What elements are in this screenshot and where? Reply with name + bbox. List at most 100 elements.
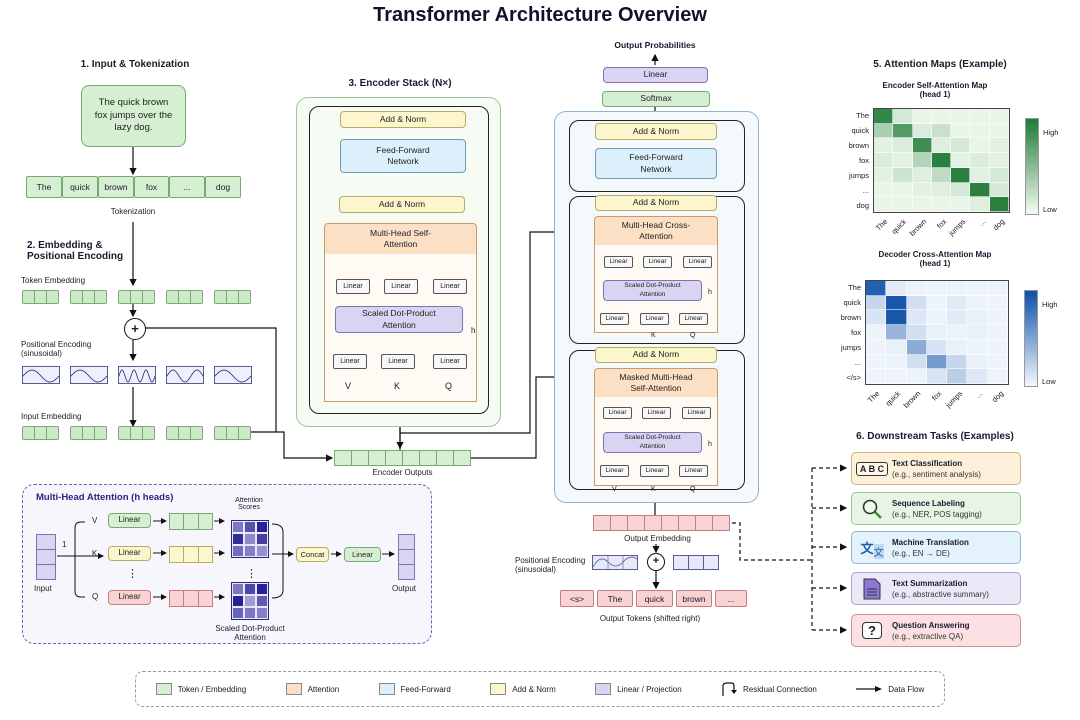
task-subtitle: (e.g., sentiment analysis) [892,469,981,479]
legend-label: Data Flow [888,684,925,694]
heatmap-cell [931,182,952,198]
row-label: jumps [840,342,861,352]
heatmap-cell [967,325,988,340]
encoder-linear-out: Linear [336,279,370,294]
heatmap-cell [989,182,1009,198]
sinusoid-icon [22,366,60,384]
heatmap-cell [989,109,1009,124]
encoder-map-title: Encoder Self-Attention Map(head 1) [865,81,1005,99]
legend-swatch [378,683,395,695]
heatmap-cell [912,123,932,139]
tokenization-label: Tokenization [110,207,156,216]
row-label: fox [858,155,869,165]
row-label: dog [856,200,869,210]
task-text-summarization[interactable]: Text Summarization(e.g., abstractive sum… [851,572,1021,605]
score-cell [244,521,256,533]
heatmap-cell [874,197,894,212]
attention-score-grid [231,582,269,620]
heatmap-cell [874,153,894,168]
heatmap-cell [893,153,913,168]
mha-panel-heading: Multi-Head Attention (h heads) [36,492,174,503]
heatmap-cell [926,310,948,326]
legend-label: Feed-Forward [400,684,451,694]
task-text-classification[interactable]: A B C Text Classification(e.g., sentimen… [851,452,1021,485]
legend-item: Token / Embedding [155,683,247,695]
output-token: <s> [560,590,594,607]
decoder-linear: Linear [642,407,671,419]
encoder-linear-in: Linear [433,354,467,369]
output-token: brown [676,590,712,607]
heatmap-cell [874,138,894,154]
legend-swatch [285,683,302,695]
heatmap-cell [893,138,913,154]
row-label: ... [854,357,861,367]
row-label: quick [843,297,861,307]
score-cell [232,595,244,607]
encoder-k-label: K [394,381,401,391]
legend: Token / Embedding Attention Feed-Forward… [135,671,945,707]
row-label: brown [840,312,861,322]
heatmap-cell [893,197,913,212]
score-cell [244,545,256,557]
encoder-heading: 3. Encoder Stack (N×) [348,78,452,89]
heatmap-cell [874,109,894,124]
encoder-v-label: V [345,381,352,391]
task-machine-translation[interactable]: 文文 Machine Translation(e.g., EN → DE) [851,531,1021,564]
mha-k-label: K [92,549,98,558]
sinusoid-icon [70,366,108,384]
decoder-add-norm-3: Add & Norm [595,347,717,363]
output-token: The [597,590,633,607]
heatmap-cell [926,281,948,296]
score-cell [244,533,256,545]
decoder-linear: Linear [640,313,669,325]
heatmap-cell [931,167,952,183]
heatmap-cell [893,167,913,183]
heatmap-cell [967,339,988,355]
heatmap-cell [967,369,988,384]
heatmap-cell [931,109,952,124]
decoder-ffn: Feed-Forward Network [595,148,717,179]
heatmap-cell [874,182,894,198]
attention-score-grid [231,520,269,558]
input-embedding-label: Input Embedding [21,412,82,421]
task-title: Question Answering [892,620,970,630]
heatmap-cell [931,153,952,168]
encoder-add-norm-top: Add & Norm [340,111,466,128]
token-embedding-vector [70,290,107,304]
score-cell [232,521,244,533]
decoder-cross-sdpa: Scaled Dot-Product Attention [603,280,702,301]
output-token: ... [715,590,747,607]
task-sequence-labeling[interactable]: Sequence Labeling(e.g., NER, POS tagging… [851,492,1021,525]
decoder-colorbar [1024,290,1038,387]
heatmap-cell [987,325,1008,340]
decoder-masked-h: h [708,441,712,448]
legend-label: Token / Embedding [177,684,247,694]
magnifier-icon [852,498,892,520]
task-question-answering[interactable]: ? Question Answering(e.g., extractive QA… [851,614,1021,647]
encoder-map-subtitle: (head 1) [919,90,951,99]
sinusoid-icon [118,366,156,384]
score-cell [256,521,268,533]
score-cell [256,595,268,607]
legend-item: Add & Norm [490,683,556,695]
input-sentence-box: The quick brown fox jumps over the lazy … [81,85,186,147]
input-embedding-vector [166,426,203,440]
row-label: </s> [846,372,861,382]
decoder-ffn-sublayer [569,120,745,192]
heatmap-cell [947,281,968,296]
translate-icon: 文文 [860,541,884,559]
token-row: The quick brown fox ... dog [26,176,241,198]
decoder-masked-attention: Masked Multi-Head Self-Attention [594,368,718,398]
heatmap-cell [951,197,971,212]
encoder-linear-out: Linear [384,279,418,294]
token: brown [98,176,134,198]
task-title: Sequence Labeling [892,498,965,508]
encoder-h-label: h [471,326,476,335]
decoder-linear: Linear [600,465,629,477]
heatmap-cell [874,167,894,183]
token: fox [134,176,169,198]
mha-q-label: Q [92,592,99,601]
task-title: Text Classification [892,458,963,468]
output-probabilities-label: Output Probabilities [614,40,696,50]
mha-scores-dots: ⋮ [246,568,257,580]
